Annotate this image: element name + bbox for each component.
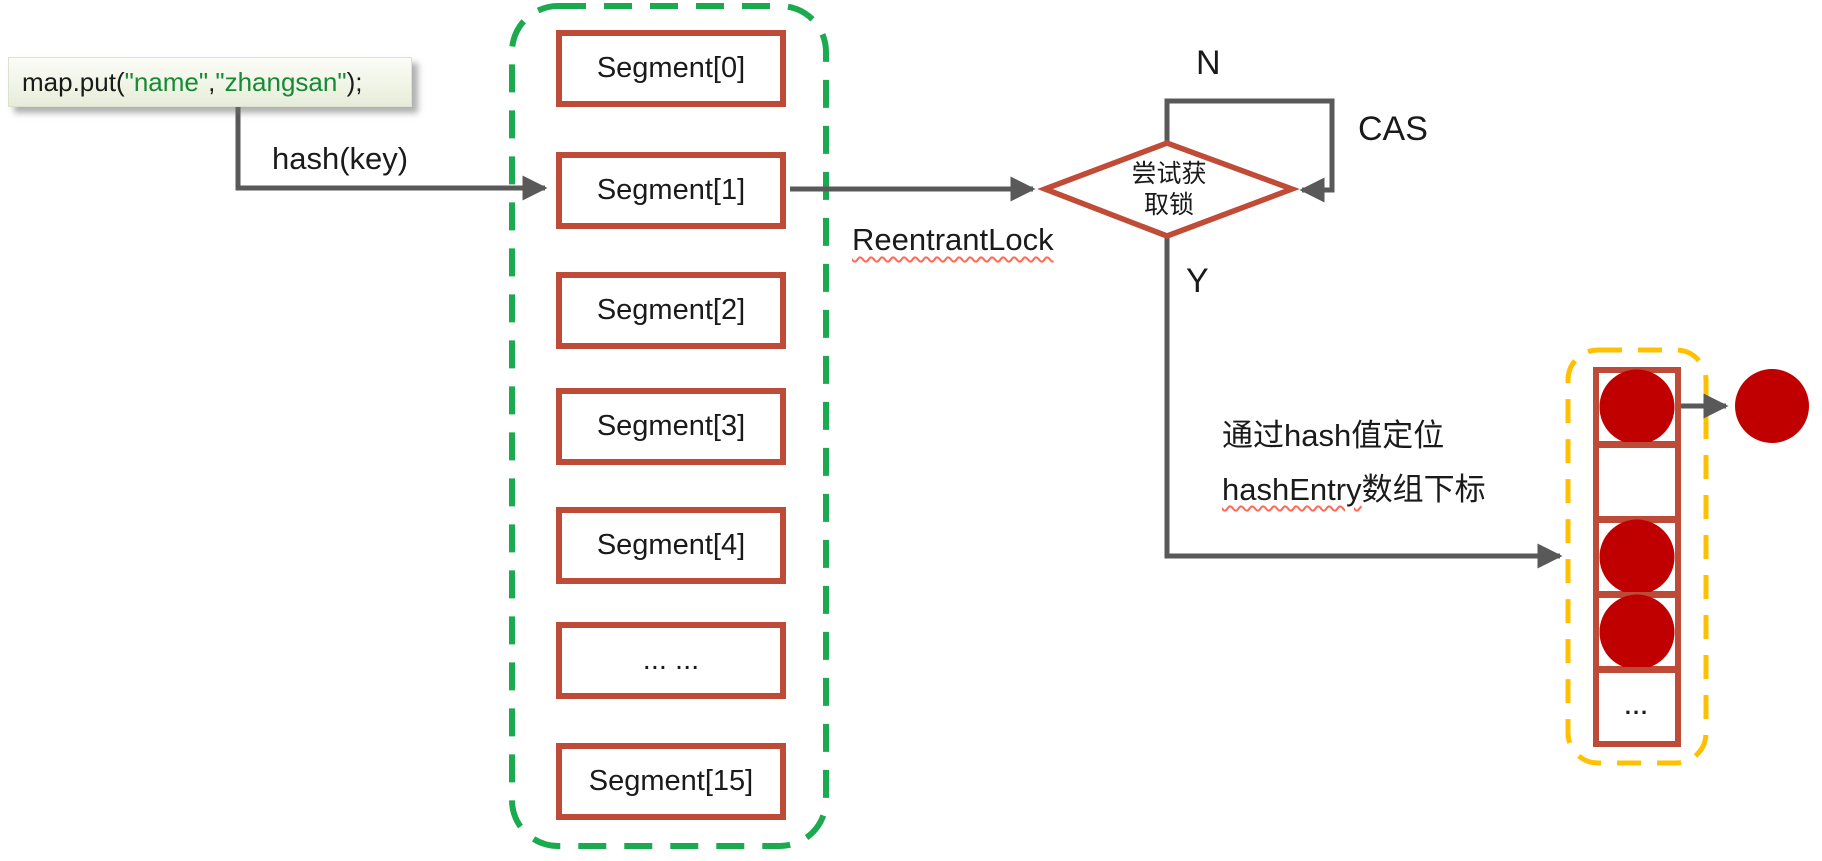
hash-entry-cell-1 <box>1593 442 1681 522</box>
branch-no-label: N <box>1196 44 1221 82</box>
segment-box-3: Segment[3] <box>556 388 786 465</box>
cas-label: CAS <box>1358 110 1428 148</box>
hash-entry-cell-ellipsis: ... <box>1593 667 1681 747</box>
decision-diamond-shape <box>1037 140 1300 239</box>
branch-yes-label: Y <box>1186 262 1209 300</box>
reentrant-lock-label: ReentrantLock <box>852 222 1054 257</box>
code-call: map.put( <box>22 67 125 97</box>
code-separator: , <box>208 67 216 97</box>
code-close: ); <box>346 67 363 97</box>
hash-entry-group-dashed-border <box>1565 347 1709 766</box>
entry-node-circle <box>1599 519 1675 595</box>
ellipsis-label: ... <box>1624 694 1650 719</box>
code-arg-value: "zhangsan" <box>215 67 347 97</box>
locate-hash-line2: hashEntry数组下标 <box>1222 464 1486 509</box>
hash-key-label: hash(key) <box>272 141 409 176</box>
decision-line2: 取锁 <box>1143 191 1194 219</box>
decision-line1: 尝试获 <box>1131 160 1207 188</box>
segment-box-1: Segment[1] <box>556 152 786 229</box>
locate-hash-line1: 通过hash值定位 <box>1222 418 1445 453</box>
segment-box-2: Segment[2] <box>556 272 786 349</box>
entry-node-circle <box>1599 369 1675 445</box>
hash-entry-cell-0 <box>1593 367 1681 447</box>
segment-box-15: Segment[15] <box>556 743 786 820</box>
arrow-yes-to-hash-entry <box>1164 236 1563 569</box>
locate-hash-entry-word: hashEntry <box>1222 472 1362 507</box>
arrow-cas-retry-loop <box>1164 98 1335 203</box>
code-arg-key: "name" <box>124 67 209 97</box>
hash-entry-cell-3 <box>1593 592 1681 672</box>
segment-box-4: Segment[4] <box>556 507 786 584</box>
segments-group-dashed-border <box>509 3 829 849</box>
linked-node-circle <box>1735 369 1809 443</box>
code-box: map.put("name","zhangsan"); <box>8 57 412 107</box>
entry-node-circle <box>1599 594 1675 670</box>
decision-diamond-label: 尝试获 取锁 <box>1045 146 1293 234</box>
locate-hash-line2-rest: 数组下标 <box>1361 472 1486 507</box>
hash-entry-cell-2 <box>1593 517 1681 597</box>
segment-box-0: Segment[0] <box>556 30 786 107</box>
segment-box-ellipsis: ... ... <box>556 622 786 699</box>
arrow-hash-to-segment1 <box>235 106 548 201</box>
